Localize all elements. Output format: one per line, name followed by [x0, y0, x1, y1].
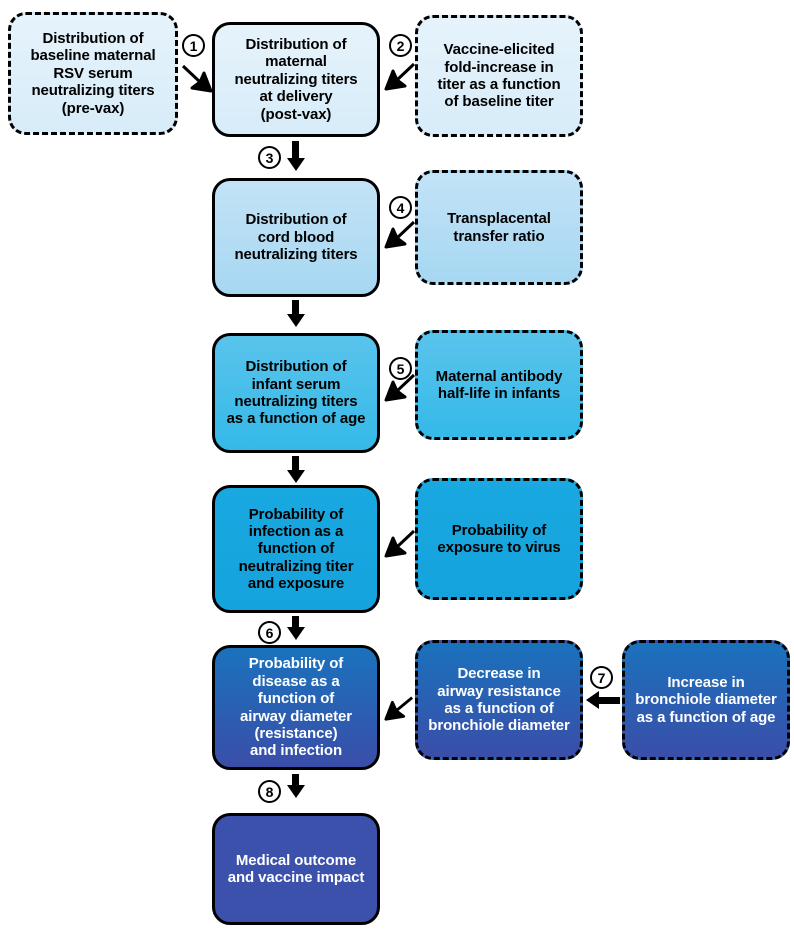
node-probability-of-exposure: Probability of exposure to virus: [415, 478, 583, 600]
arrow-resistance-to-disease: [383, 692, 415, 722]
arrow-disease-to-outcome: [287, 785, 305, 798]
node-baseline-maternal-titers: Distribution of baseline maternal RSV se…: [8, 12, 178, 135]
arrow-stem-bronchiole-to-resistance: [594, 697, 620, 704]
arrow-stem-delivery-to-cord: [292, 141, 299, 161]
node-infant-serum-titers: Distribution of infant serum neutralizin…: [212, 333, 380, 453]
step-number-label: 1: [189, 37, 198, 54]
step-number-label: 5: [396, 360, 405, 377]
step-number-7: 7: [590, 666, 613, 689]
node-maternal-antibody-half-life: Maternal antibody half-life in infants: [415, 330, 583, 440]
arrow-bronchiole-to-resistance: [586, 691, 599, 709]
step-number-label: 7: [597, 669, 606, 686]
arrow-infection-to-disease: [287, 627, 305, 640]
node-vaccine-elicited-fold-increase: Vaccine-elicited fold-increase in titer …: [415, 15, 583, 137]
node-decrease-airway-resistance: Decrease in airway resistance as a funct…: [415, 640, 583, 760]
node-label: Maternal antibody half-life in infants: [435, 367, 563, 402]
node-label: Distribution of infant serum neutralizin…: [226, 358, 366, 428]
step-number-label: 2: [396, 37, 405, 54]
node-medical-outcome: Medical outcome and vaccine impact: [212, 813, 380, 925]
node-label: Increase in bronchiole diameter as a fun…: [635, 673, 777, 726]
step-number-label: 8: [265, 783, 274, 800]
node-label: Probability of exposure to virus: [437, 521, 561, 556]
node-probability-of-infection: Probability of infection as a function o…: [212, 485, 380, 613]
node-label: Distribution of maternal neutralizing ti…: [234, 36, 358, 123]
node-label: Transplacental transfer ratio: [447, 210, 551, 245]
node-label: Probability of infection as a function o…: [238, 505, 354, 593]
node-label: Vaccine-elicited fold-increase in titer …: [437, 41, 561, 111]
step-number-label: 4: [396, 199, 405, 216]
arrow-cord-to-infant: [287, 314, 305, 327]
step-number-3: 3: [258, 146, 281, 169]
arrow-transplacental-to-cord: [383, 218, 417, 250]
step-number-label: 6: [265, 624, 274, 641]
step-number-label: 3: [265, 149, 274, 166]
arrow-half-life-to-infant: [383, 371, 417, 403]
node-label: Distribution of cord blood neutralizing …: [234, 211, 358, 264]
node-increase-bronchiole-diameter: Increase in bronchiole diameter as a fun…: [622, 640, 790, 760]
arrow-vaccine-to-delivery: [383, 60, 417, 92]
node-probability-of-disease: Probability of disease as a function of …: [212, 645, 380, 770]
node-label: Probability of disease as a function of …: [240, 655, 352, 760]
node-transplacental-transfer-ratio: Transplacental transfer ratio: [415, 170, 583, 285]
arrow-exposure-to-infection: [383, 527, 417, 559]
node-label: Distribution of baseline maternal RSV se…: [30, 30, 156, 117]
arrow-stem-disease-to-outcome: [292, 774, 299, 787]
node-maternal-titers-delivery: Distribution of maternal neutralizing ti…: [212, 22, 380, 137]
step-number-8: 8: [258, 780, 281, 803]
step-number-2: 2: [389, 34, 412, 57]
step-number-1: 1: [182, 34, 205, 57]
node-label: Decrease in airway resistance as a funct…: [428, 665, 570, 735]
arrow-infant-to-infection: [287, 470, 305, 483]
step-number-5: 5: [389, 357, 412, 380]
node-cord-blood-titers: Distribution of cord blood neutralizing …: [212, 178, 380, 297]
step-number-6: 6: [258, 621, 281, 644]
arrow-stem-infant-to-infection: [292, 456, 299, 474]
arrow-delivery-to-cord: [287, 158, 305, 171]
node-label: Medical outcome and vaccine impact: [227, 851, 365, 886]
arrow-baseline-to-delivery: [180, 62, 214, 94]
step-number-4: 4: [389, 196, 412, 219]
arrow-stem-cord-to-infant: [292, 300, 299, 317]
arrow-stem-infection-to-disease: [292, 616, 299, 630]
